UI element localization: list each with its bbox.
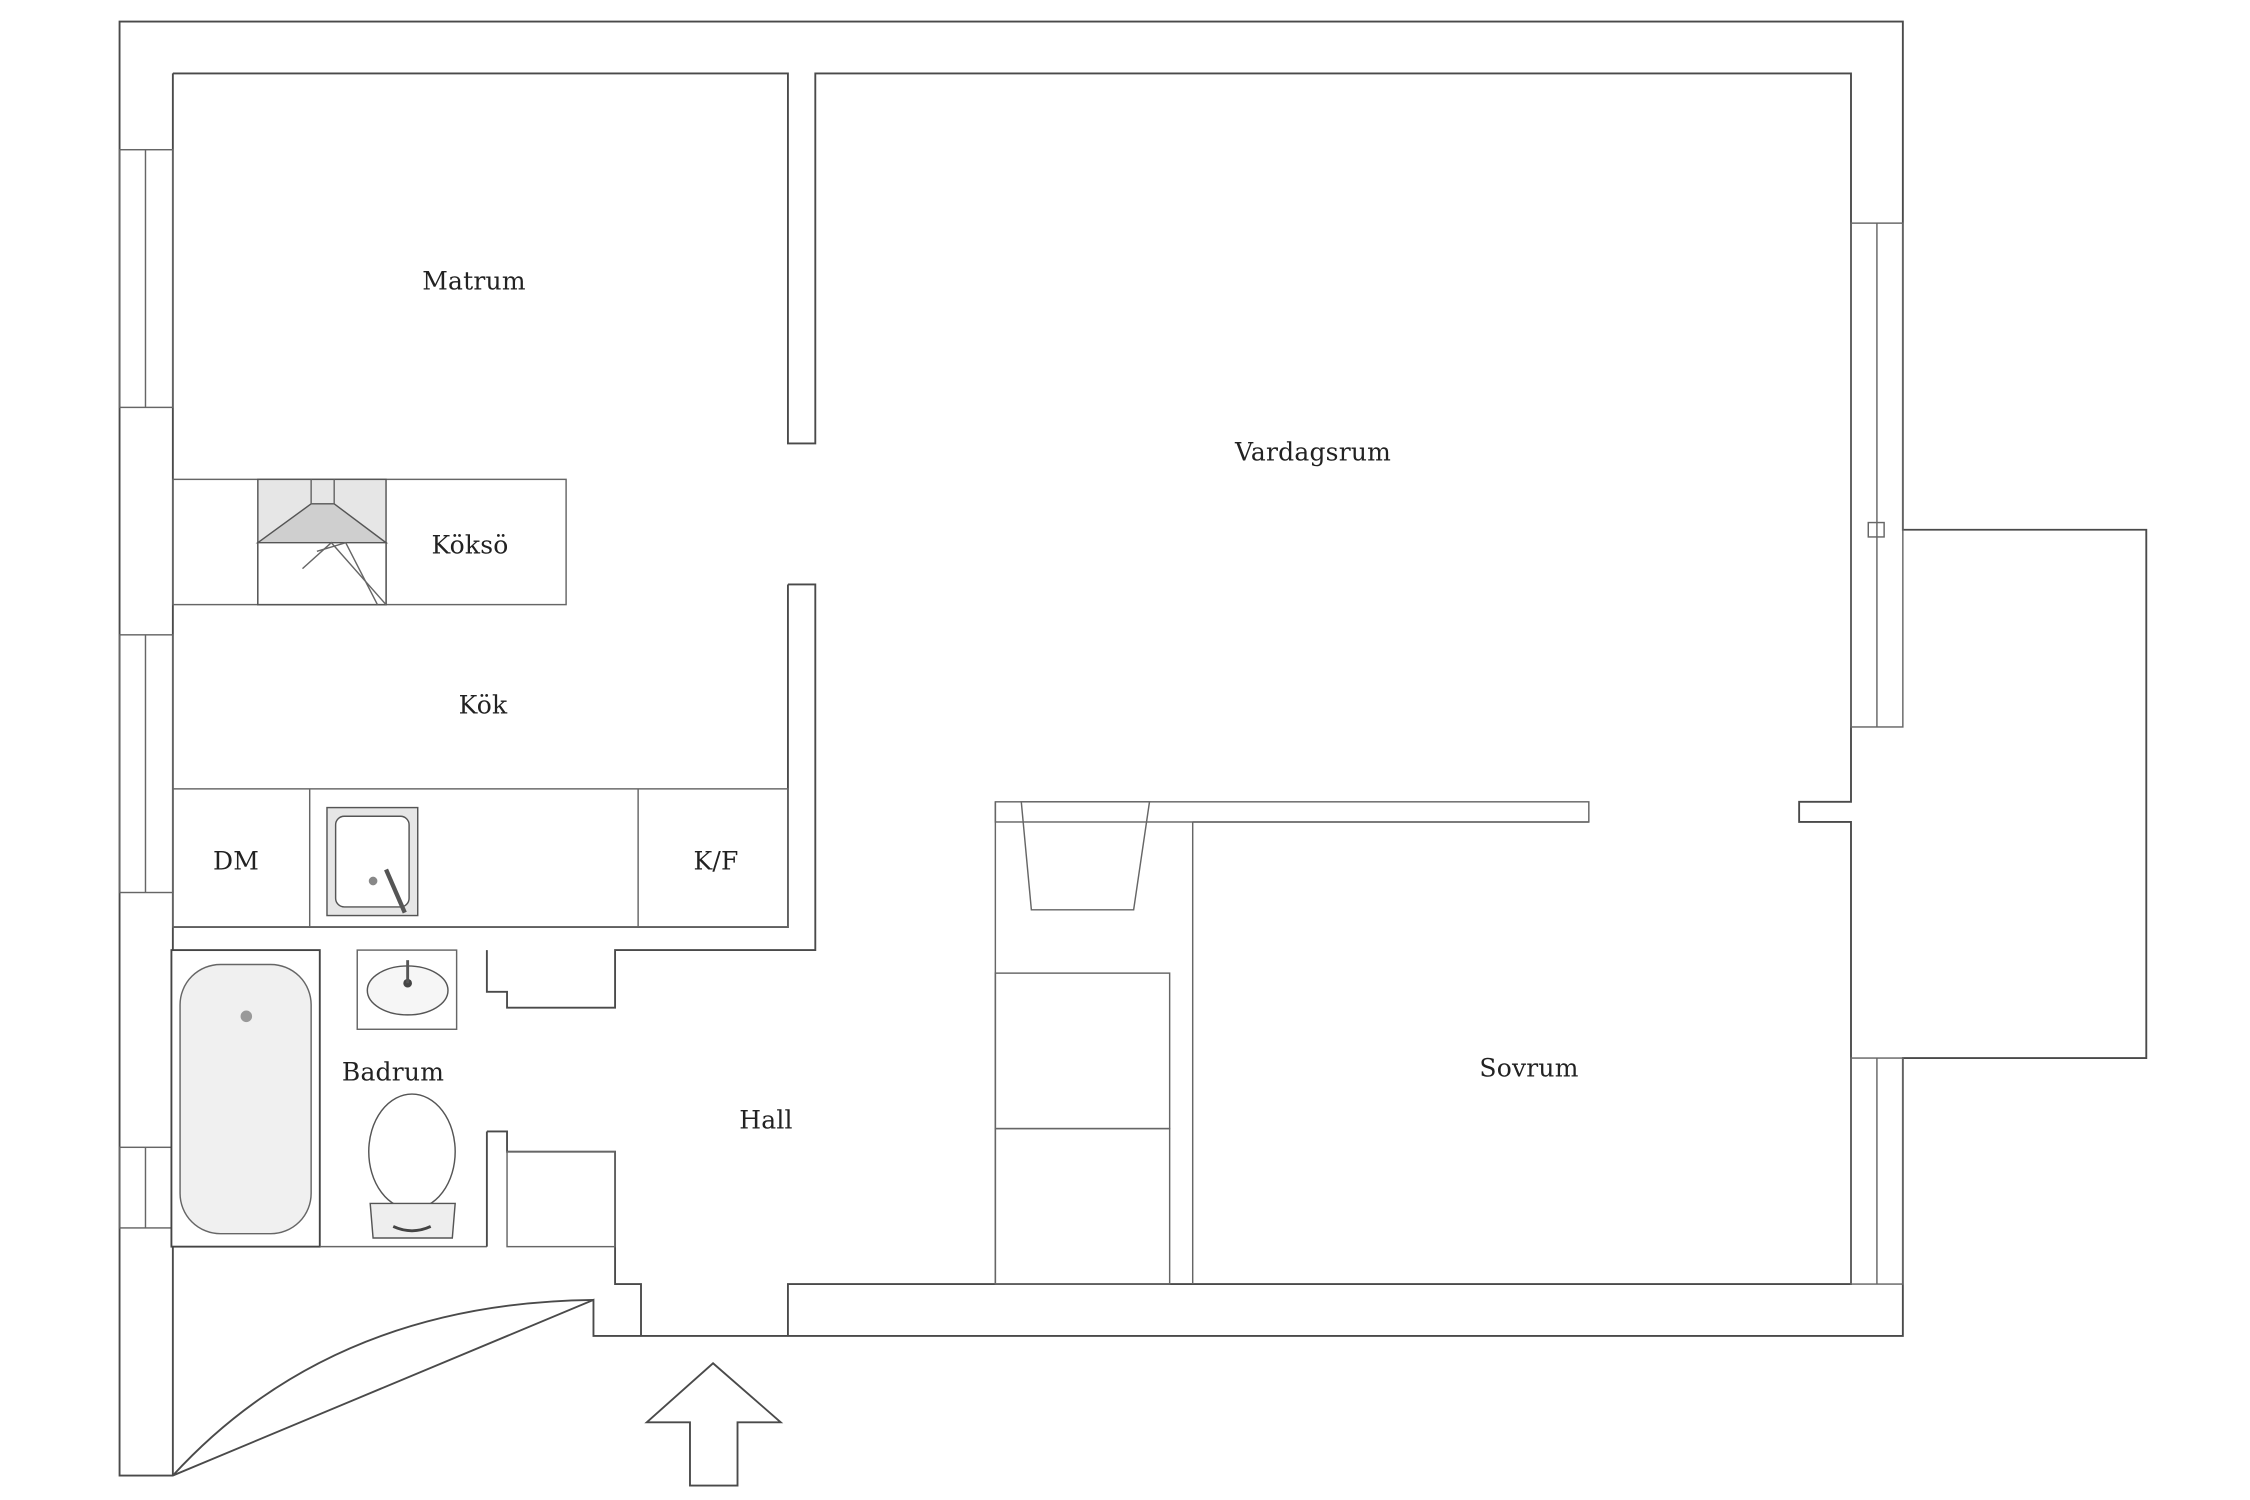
- room-label-sovrum: Sovrum: [1479, 1053, 1579, 1083]
- room-label-hall: Hall: [739, 1105, 793, 1135]
- kitchen-wall: [485, 583, 817, 1009]
- kitchen-counter: [172, 788, 789, 928]
- left-windows: [118, 148, 174, 1229]
- room-label-koksoe: Köksö: [431, 530, 509, 560]
- room-label-kf: K/F: [693, 846, 739, 876]
- entry-door-arc: [172, 1298, 594, 1477]
- room-label-dm: DM: [212, 846, 260, 876]
- bathroom-fixtures: [170, 949, 487, 1248]
- entry-arrow: [644, 1361, 784, 1487]
- kitchen-wall-left: [172, 584, 789, 928]
- closets: [994, 801, 1590, 1285]
- outer-walls: [118, 20, 2148, 1477]
- room-label-vardagsrum: Vardagsrum: [1234, 437, 1392, 467]
- room-label-badrum: Badrum: [341, 1057, 445, 1087]
- kitchen-island: [172, 478, 567, 606]
- right-windows: [1850, 222, 1904, 1285]
- room-label-matrum: Matrum: [422, 266, 526, 296]
- room-label-kok: Kök: [458, 690, 508, 720]
